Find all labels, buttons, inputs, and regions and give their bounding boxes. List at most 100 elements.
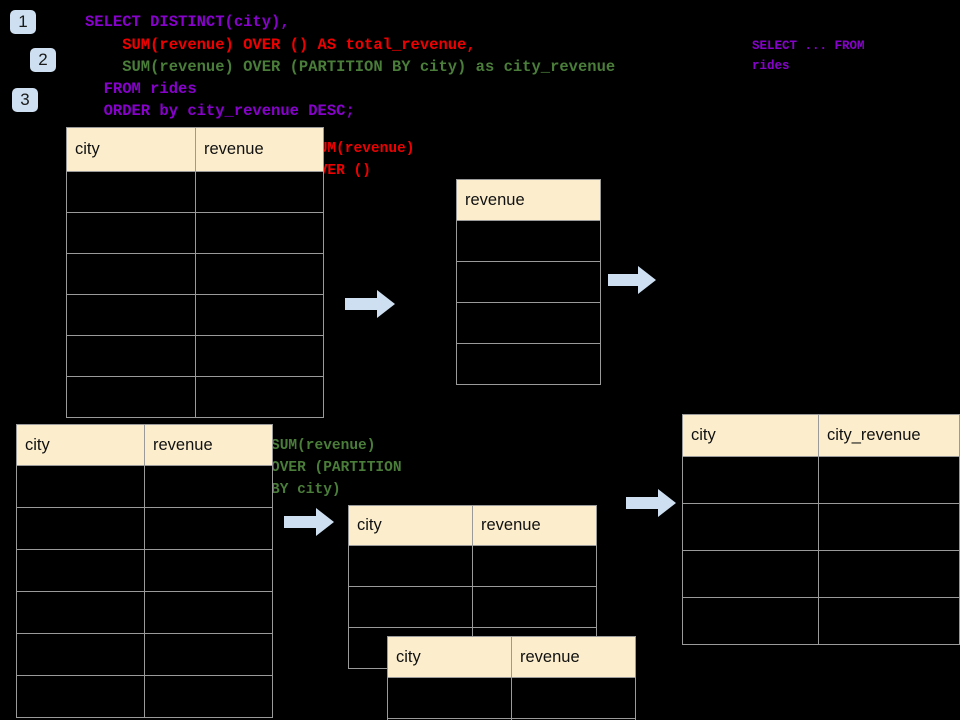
side-note-line-2: rides [752, 59, 790, 73]
table-row [456, 343, 601, 385]
arrow-partition-to-result [626, 489, 676, 517]
cell-revenue [144, 549, 273, 592]
cell-revenue [472, 545, 597, 587]
step-badge-2-label: 2 [38, 50, 48, 69]
table-row [66, 253, 324, 295]
table-row [66, 335, 324, 377]
cell-city-revenue [818, 503, 960, 551]
table-row [66, 212, 324, 254]
table-header-row: city city_revenue [682, 414, 960, 457]
sql-line-total-revenue: SUM(revenue) OVER () AS total_revenue, [85, 36, 476, 54]
column-header-city: city [16, 424, 145, 466]
table-header-row: city revenue [387, 636, 636, 678]
arrow-rides-to-revenue [345, 290, 395, 318]
table-row [66, 171, 324, 213]
column-header-revenue: revenue [456, 179, 601, 221]
cell-revenue [511, 677, 636, 719]
table-header-row: city revenue [66, 127, 324, 172]
cell-city [16, 675, 145, 718]
cell-revenue [144, 507, 273, 550]
cell-revenue [472, 586, 597, 628]
arrow-right-icon [608, 266, 656, 294]
arrow-revenue-to-result [608, 266, 656, 294]
cell-city [682, 597, 819, 645]
table-row [682, 550, 960, 598]
cell-city [348, 545, 473, 587]
cell-city [66, 294, 196, 336]
cell-city-revenue [818, 597, 960, 645]
cell-revenue [195, 171, 324, 213]
table-row [16, 591, 273, 634]
cell-revenue [144, 591, 273, 634]
column-header-city: city [682, 414, 819, 457]
cell-revenue [195, 212, 324, 254]
annotation-city-revenue-line-1: SUM(revenue) [271, 438, 376, 454]
column-header-revenue: revenue [144, 424, 273, 466]
revenue-table: revenue [456, 179, 601, 385]
arrow-right-icon [284, 508, 334, 536]
column-header-city-revenue: city_revenue [818, 414, 960, 457]
arrow-rides-to-partition [284, 508, 334, 536]
step-badge-3: 3 [12, 88, 38, 112]
sql-line-order-by: ORDER by city_revenue DESC; [85, 102, 355, 120]
table-row [16, 675, 273, 718]
cell-revenue [144, 465, 273, 508]
step-badge-3-label: 3 [20, 90, 30, 109]
table-row [66, 294, 324, 336]
arrow-right-icon [345, 290, 395, 318]
table-row [682, 597, 960, 645]
table-header-row: city revenue [348, 505, 597, 546]
cell-revenue [144, 675, 273, 718]
column-header-revenue: revenue [511, 636, 636, 678]
table-header-row: revenue [456, 179, 601, 221]
cell-revenue [456, 220, 601, 262]
cell-city [66, 171, 196, 213]
sql-line-city-revenue: SUM(revenue) OVER (PARTITION BY city) as… [85, 58, 616, 76]
table-row [456, 302, 601, 344]
cell-revenue [456, 302, 601, 344]
result-table: city city_revenue [682, 414, 960, 645]
table-row [682, 503, 960, 551]
column-header-city: city [387, 636, 512, 678]
cell-revenue [195, 376, 324, 418]
cell-revenue [456, 343, 601, 385]
table-row [387, 677, 636, 719]
table-header-row: city revenue [16, 424, 273, 466]
cell-revenue [195, 335, 324, 377]
annotation-total-revenue-line-1: SUM(revenue) [310, 141, 415, 157]
cell-city [16, 549, 145, 592]
sql-line-select: SELECT DISTINCT(city), [85, 13, 290, 31]
column-header-revenue: revenue [195, 127, 324, 172]
table-row [456, 261, 601, 303]
cell-city [66, 335, 196, 377]
sql-line-from: FROM rides [85, 80, 197, 98]
cell-revenue [456, 261, 601, 303]
table-row [16, 549, 273, 592]
table-row [16, 633, 273, 676]
rides-table-top: city revenue [66, 127, 324, 418]
cell-revenue [195, 294, 324, 336]
table-row [682, 456, 960, 504]
cell-city [66, 212, 196, 254]
cell-city [387, 677, 512, 719]
cell-revenue [144, 633, 273, 676]
cell-city [682, 503, 819, 551]
annotation-city-revenue-line-2: OVER (PARTITION [271, 460, 402, 476]
cell-revenue [195, 253, 324, 295]
column-header-revenue: revenue [472, 505, 597, 546]
table-row [387, 718, 636, 720]
step-badge-2: 2 [30, 48, 56, 72]
annotation-city-revenue-line-3: BY city) [271, 482, 341, 498]
cell-city [16, 591, 145, 634]
table-row [456, 220, 601, 262]
side-note-line-1: SELECT ... FROM [752, 39, 865, 53]
cell-city-revenue [818, 550, 960, 598]
table-row [348, 586, 597, 628]
step-badge-1-label: 1 [18, 12, 28, 31]
cell-city-revenue [818, 456, 960, 504]
arrow-right-icon [626, 489, 676, 517]
partition-table-front: city revenue [387, 636, 636, 720]
cell-city [66, 376, 196, 418]
step-badge-1: 1 [10, 10, 36, 34]
